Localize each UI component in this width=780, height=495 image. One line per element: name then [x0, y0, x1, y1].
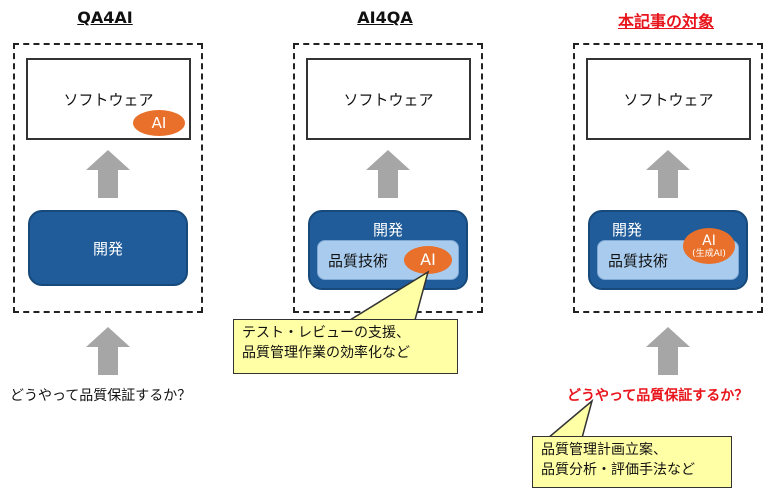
ai-badge-label: AI: [151, 113, 167, 132]
quality-tech-label: 品質技術: [328, 251, 389, 270]
callout-target: 品質管理計画立案、 品質分析・評価手法など: [532, 436, 732, 488]
up-arrow-icon: [86, 150, 130, 198]
up-arrow-icon: [366, 150, 410, 198]
column-title-target: 本記事の対象: [617, 12, 714, 31]
ai-badge-generative: AI (生成AI): [683, 228, 735, 264]
software-label: ソフトウェア: [343, 90, 434, 109]
callout-line: 品質管理計画立案、: [541, 442, 667, 458]
quality-tech-label: 品質技術: [608, 251, 669, 270]
ai-badge-sublabel: (生成AI): [692, 248, 726, 259]
software-label: ソフトウェア: [623, 90, 714, 109]
column-title-ai4qa: AI4QA: [357, 8, 413, 27]
ai-badge-label: AI: [420, 250, 436, 269]
up-arrow-icon: [86, 327, 130, 375]
ai-badge-software: AI: [133, 110, 185, 136]
column-title-qa4ai: QA4AI: [77, 8, 133, 27]
development-box-qa4ai: 開発: [28, 210, 188, 286]
up-arrow-icon: [646, 327, 690, 375]
software-box-ai4qa: ソフトウェア: [306, 58, 471, 140]
software-label: ソフトウェア: [63, 90, 154, 109]
up-arrow-icon: [646, 150, 690, 198]
ai-badge-quality-tech: AI: [404, 246, 452, 274]
callout-line: 品質分析・評価手法など: [541, 462, 695, 478]
development-label: 開発: [92, 239, 123, 258]
question-text-target: どうやって品質保証するか？: [567, 388, 749, 404]
scope-frame-target: [573, 43, 763, 313]
callout-line: テスト・レビューの支援、: [242, 325, 410, 341]
development-label: 開発: [612, 221, 643, 239]
question-text-qa4ai: どうやって品質保証するか？: [10, 388, 192, 404]
callout-line: 品質管理作業の効率化など: [242, 345, 410, 361]
software-box-target: ソフトウェア: [586, 58, 751, 140]
callout-ai4qa: テスト・レビューの支援、 品質管理作業の効率化など: [233, 319, 458, 374]
development-label: 開発: [372, 221, 403, 239]
ai-badge-label: AI: [702, 232, 716, 249]
scope-frame-qa4ai: [13, 43, 203, 313]
